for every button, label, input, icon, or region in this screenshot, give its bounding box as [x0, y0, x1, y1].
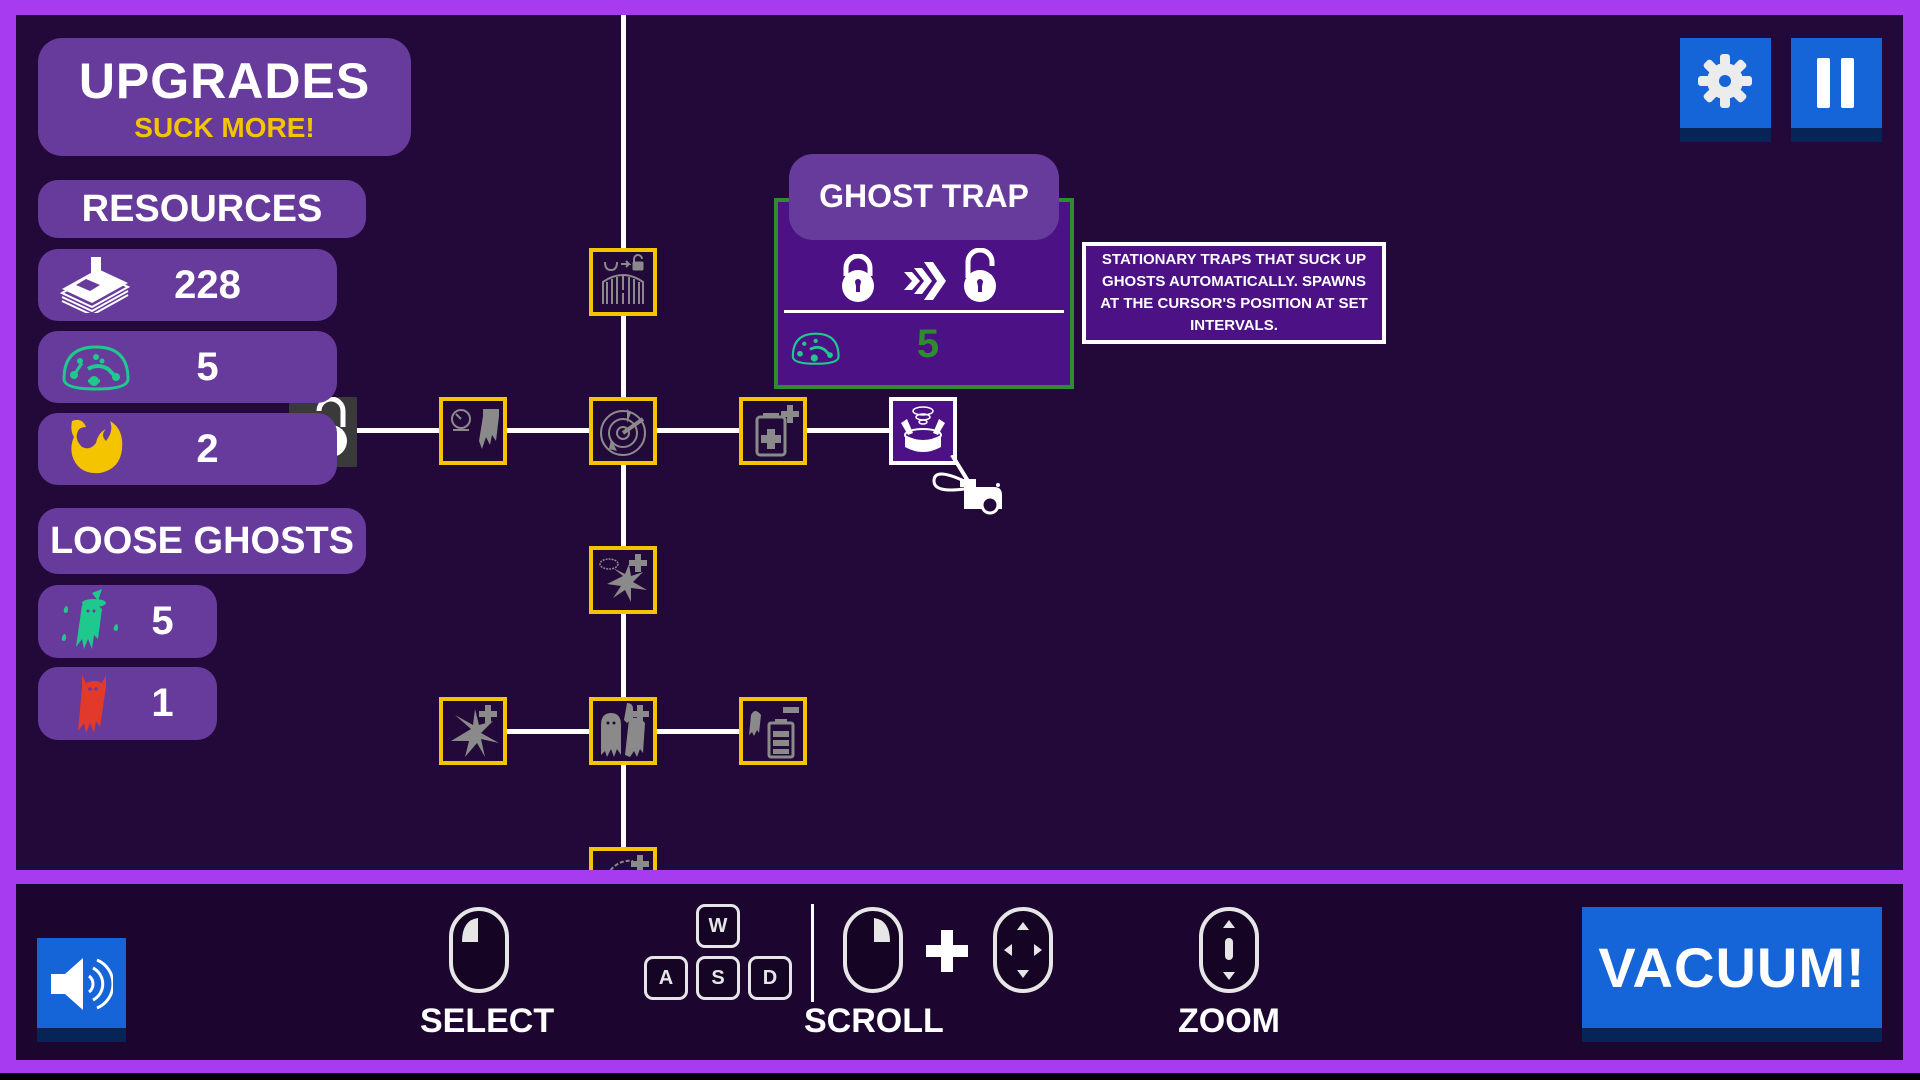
upgrade-title: GHOST TRAP [819, 178, 1029, 214]
lock-closed-icon [842, 254, 874, 302]
ghost-row-red: 1 [38, 667, 217, 740]
upgrade-node-ghost-trap[interactable] [889, 397, 957, 465]
plus-icon [926, 930, 968, 972]
lock-open-icon [964, 248, 996, 302]
page-title: UPGRADES [78, 53, 371, 109]
ghosts-plus-icon [601, 703, 649, 757]
ghost-battery-minus-icon [749, 707, 799, 759]
radar-icon [600, 409, 646, 456]
cost-value: 5 [916, 322, 940, 366]
vacuum-label: VACUUM! [1598, 936, 1866, 999]
upgrade-node-ghost-speed[interactable] [439, 397, 507, 465]
resource-row-money: 228 [38, 249, 337, 321]
upgrade-node-splat-brain-plus[interactable] [589, 546, 657, 614]
select-label: SELECT [420, 1002, 555, 1040]
red-devil-ghost-icon [78, 675, 106, 733]
speaker-icon [51, 958, 113, 1010]
gate-unlock-icon [602, 254, 644, 304]
upgrade-title-tab: GHOST TRAP [789, 154, 1059, 240]
scroll-label: SCROLL [804, 1002, 944, 1040]
page-subtitle: SUCK MORE! [134, 112, 315, 143]
green-witch-ghost-icon [61, 589, 118, 649]
golden-flame-icon [71, 419, 123, 474]
ectoplasm-brain-icon [62, 345, 130, 391]
direction-pad-icon [993, 907, 1053, 993]
vacuum-button[interactable]: VACUUM! [1582, 907, 1882, 1042]
card-divider [784, 310, 1064, 313]
upgrade-description-box: STATIONARY TRAPS THAT SUCK UP GHOSTS AUT… [1082, 242, 1386, 344]
battery-plus-icon [755, 405, 799, 457]
upgrade-node-radar[interactable] [589, 397, 657, 465]
ectoplasm-value: 5 [196, 344, 219, 389]
upgrade-node-splat-plus[interactable] [439, 697, 507, 765]
upgrade-node-ghost-battery-minus[interactable] [739, 697, 807, 765]
upgrade-tree-field[interactable]: UPGRADES SUCK MORE! RESOURCES 228 5 [16, 15, 1903, 870]
splat-plus-icon [451, 705, 499, 757]
arc-plus-icon [609, 855, 649, 870]
money-value: 228 [174, 262, 241, 307]
ghost-speedometer-icon [451, 409, 499, 449]
splat-brain-plus-icon [599, 554, 647, 602]
mouse-left-click-icon [449, 907, 509, 993]
arrow-chevrons-icon [904, 262, 946, 300]
zoom-label: ZOOM [1178, 1002, 1280, 1040]
ghost-row-green: 5 [38, 585, 217, 658]
upgrade-node-gate-unlock[interactable] [589, 248, 657, 316]
upgrade-node-bottom-partial[interactable] [589, 847, 657, 870]
resource-row-flame: 2 [38, 413, 337, 485]
ghost-trap-icon [901, 406, 945, 452]
upgrade-description: STATIONARY TRAPS THAT SUCK UP GHOSTS AUT… [1100, 251, 1368, 334]
cost-ectoplasm-icon [791, 332, 840, 365]
green-ghost-count: 5 [151, 599, 174, 643]
resources-title: RESOURCES [81, 188, 323, 230]
key-a: A [644, 956, 688, 1000]
key-w: W [696, 904, 740, 948]
mouse-right-click-icon [843, 907, 903, 993]
pause-button[interactable] [1791, 38, 1882, 142]
flame-value: 2 [196, 426, 219, 471]
upgrades-header-panel: UPGRADES SUCK MORE! [38, 38, 411, 156]
settings-button[interactable] [1680, 38, 1771, 142]
mouse-scroll-wheel-icon [1199, 907, 1259, 993]
sound-toggle-button[interactable] [37, 938, 126, 1042]
pause-icon [1817, 58, 1854, 108]
loose-ghosts-title: LOOSE GHOSTS [49, 520, 355, 562]
key-s: S [696, 956, 740, 1000]
upgrade-node-ghosts-plus[interactable] [589, 697, 657, 765]
bottom-control-bar: SELECT W A S D SCROLL ZOOM VACUUM! [16, 884, 1903, 1060]
loose-ghosts-header: LOOSE GHOSTS [38, 508, 366, 574]
money-stack-icon [59, 257, 131, 313]
resources-header: RESOURCES [38, 180, 366, 238]
gear-icon [1698, 54, 1752, 108]
controls-divider [811, 904, 814, 1002]
vacuum-cursor-icon [932, 455, 1002, 515]
red-ghost-count: 1 [151, 681, 174, 725]
upgrade-node-battery-plus[interactable] [739, 397, 807, 465]
key-d: D [748, 956, 792, 1000]
resource-row-ectoplasm: 5 [38, 331, 337, 403]
